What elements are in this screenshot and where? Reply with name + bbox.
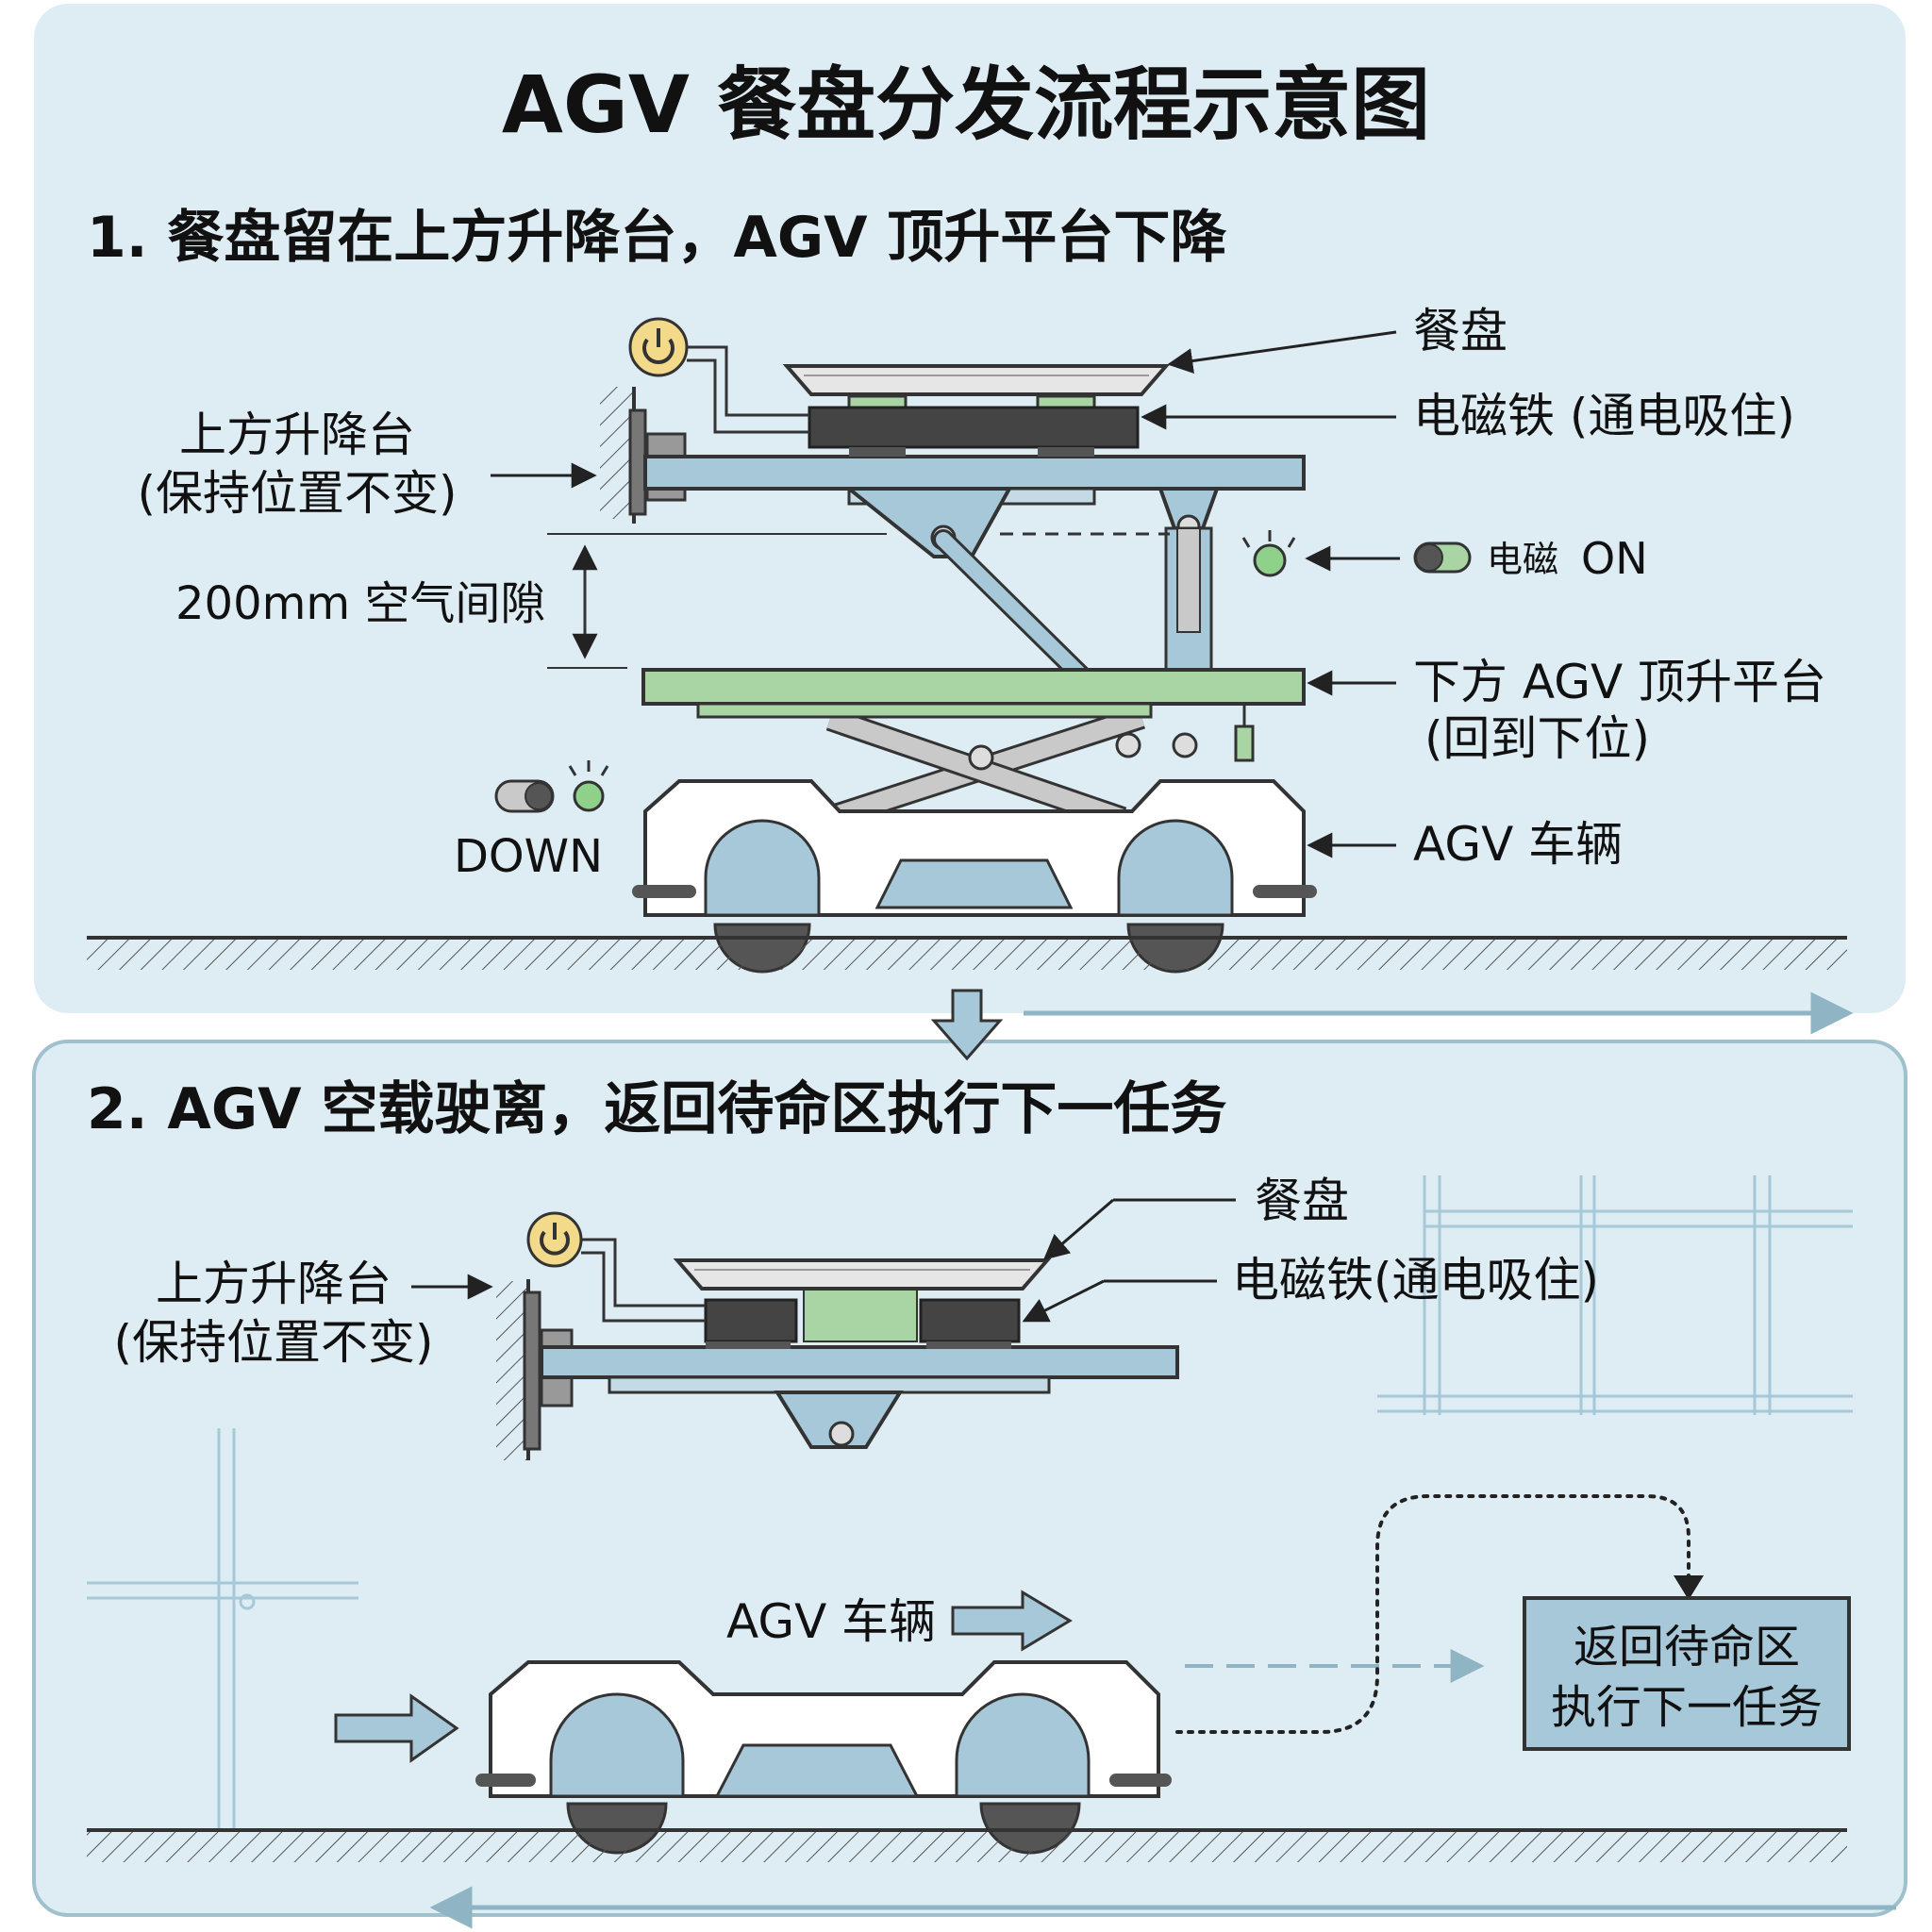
magnet-leader-step2-b [1022, 1279, 1105, 1323]
tray-step2 [673, 1258, 1052, 1291]
lift-state-label: DOWN [454, 830, 603, 883]
upper-platform-label-step2-line2: (保持位置不变) [113, 1315, 433, 1370]
step2-heading: 2. AGV 空载驶离，返回待命区执行下一任务 [87, 1076, 1226, 1142]
down-arrow-icon [930, 989, 1004, 1061]
lower-platform-label-step1-line1: 下方 AGV 顶升平台 [1413, 655, 1826, 709]
dotted-path-arrowhead [1674, 1575, 1704, 1600]
upper-platform-label-step1-line2: (保持位置不变) [137, 466, 457, 521]
power-wire-step2 [581, 1238, 706, 1307]
standby-zone-box: 返回待命区 执行下一任务 [1523, 1596, 1851, 1751]
vehicle-label-step2: AGV 车辆 [726, 1594, 936, 1649]
gap-dimension-step1 [547, 532, 1170, 669]
lift-status-indicator [494, 760, 609, 813]
standby-label-line1: 返回待命区 [1574, 1621, 1800, 1674]
tray-label-step2: 餐盘 [1255, 1174, 1349, 1228]
toggle-switch-icon [1413, 541, 1472, 574]
upper-platform-label-step2-line1: 上方升降台 [156, 1257, 391, 1311]
ground-step2 [87, 1828, 1847, 1862]
page-title: AGV 餐盘分发流程示意图 [502, 58, 1430, 151]
power-wire-step1 [687, 345, 809, 417]
scissor-lift-step1 [816, 526, 1255, 833]
lower-platform-label-step1-line2: (回到下位) [1424, 711, 1650, 766]
magnet-label-step2: 电磁铁(通电吸住) [1232, 1253, 1599, 1307]
magnet-status-state: ON [1581, 533, 1648, 584]
right-arrow-icon [334, 1693, 459, 1763]
tray-label-step1: 餐盘 [1413, 304, 1507, 358]
tray-leader-step2-b [1042, 1198, 1114, 1260]
upper-platform-step1 [643, 455, 1306, 558]
tray-step1 [782, 364, 1171, 396]
ground-step1 [87, 936, 1847, 970]
right-arrow-icon [951, 1590, 1073, 1652]
background-structure-lines [87, 1175, 1853, 1830]
vehicle-label-step1: AGV 车辆 [1413, 817, 1623, 872]
step1-heading: 1. 餐盘留在上方升降台，AGV 顶升平台下降 [87, 205, 1227, 271]
magnet-status-word: 电磁 [1487, 539, 1558, 580]
power-icon [526, 1211, 583, 1268]
status-led-icon [1253, 543, 1287, 577]
gap-label-step1: 200mm 空气间隙 [175, 577, 545, 630]
electromagnet-step1 [808, 394, 1140, 457]
dotted-path-arrow-icon [1175, 1494, 1690, 1734]
toggle-knob [525, 782, 553, 810]
upper-platform-step2 [540, 1345, 1179, 1449]
speed-lines-icon [604, 1605, 704, 1637]
magnet-status-indicator [1241, 530, 1296, 577]
magnet-label-step1: 电磁铁 (通电吸住) [1413, 389, 1795, 443]
standby-label-line2: 执行下一任务 [1551, 1681, 1823, 1734]
lower-lift-platform-step1 [641, 668, 1306, 719]
electromagnet-step2 [704, 1288, 1021, 1349]
tray-leader-step1 [1167, 330, 1397, 374]
status-led-icon [573, 780, 605, 812]
upper-platform-label-step1-line1: 上方升降台 [179, 408, 415, 462]
power-icon [628, 317, 689, 377]
power-wire-step2-b [581, 1251, 706, 1323]
power-wire-step1-b [687, 358, 809, 434]
agv-vehicle-step2 [475, 1660, 1172, 1855]
